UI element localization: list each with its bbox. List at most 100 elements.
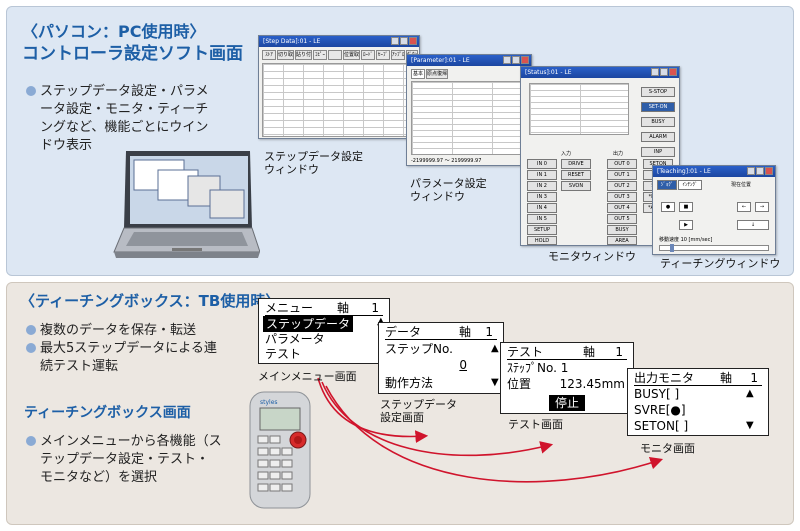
in3-button[interactable]: IN 3: [527, 192, 557, 202]
maximize-icon[interactable]: [756, 167, 764, 175]
out2-indicator: OUT 2: [607, 181, 637, 191]
alarm-indicator: ALARM: [641, 132, 675, 142]
step-data-table[interactable]: [262, 63, 417, 137]
bullet-dot-icon: [26, 343, 36, 353]
busy-status: BUSY[ ]: [634, 387, 680, 401]
pc-bullet: ステップデータ設定・パラメ ータ設定・モニタ・ティーチ ングなど、機能ごとにウイ…: [26, 83, 209, 155]
hold-button[interactable]: HOLD: [527, 236, 557, 245]
in4-button[interactable]: IN 4: [527, 203, 557, 213]
teaching-box-device: styles: [249, 391, 311, 509]
teach-play-button[interactable]: ▶: [679, 220, 693, 230]
minimize-icon[interactable]: [503, 56, 511, 64]
drive-button[interactable]: DRIVE: [561, 159, 591, 169]
copy-button[interactable]: ｺﾋﾟｰ: [313, 50, 327, 60]
monitor-screen-caption: モニタ画面: [640, 442, 695, 455]
teach-apply-button[interactable]: ↓: [737, 220, 769, 230]
tb-title: 〈ティーチングボックス：TB使用時〉: [20, 292, 281, 310]
laptop-illustration: [113, 151, 260, 258]
in2-button[interactable]: IN 2: [527, 181, 557, 191]
close-icon[interactable]: [521, 56, 529, 64]
teach-window-caption: ティーチングウィンドウ: [660, 257, 781, 270]
minimize-icon[interactable]: [747, 167, 755, 175]
monitor-window-caption: モニタウィンドウ: [548, 250, 636, 263]
save-button[interactable]: ｾｰﾌﾞ: [376, 50, 390, 60]
maximize-icon[interactable]: [512, 56, 520, 64]
main-menu-caption: メインメニュー画面: [258, 370, 357, 383]
step-no-value[interactable]: 0: [459, 358, 467, 372]
minimize-icon[interactable]: [391, 37, 399, 45]
pc-title: 〈パソコン：PC使用時〉: [22, 22, 206, 41]
jog-plus-button[interactable]: →: [755, 202, 769, 212]
step-window-titlebar[interactable]: [Step Data]:01 - LE: [259, 36, 419, 47]
tb-screen-bullet: メインメニューから各機能（ス テップデータ設定・テスト・ モニタなど）を選択: [26, 433, 222, 487]
scroll-up-icon: ▲: [377, 316, 385, 327]
minimize-icon[interactable]: [651, 68, 659, 76]
current-position-label: 現在位置: [731, 182, 752, 188]
speed-slider[interactable]: [659, 244, 769, 252]
teach-window-titlebar[interactable]: [Teaching]:01 - LE: [653, 166, 775, 177]
paste-button[interactable]: 貼り付け: [295, 50, 312, 60]
maximize-icon[interactable]: [660, 68, 668, 76]
in5-button[interactable]: IN 5: [527, 214, 557, 224]
menu-item-step-data[interactable]: ステップデータ: [263, 316, 354, 332]
inp-indicator: INP: [641, 147, 675, 157]
setup-button[interactable]: SETUP: [527, 225, 557, 235]
load-button[interactable]: ﾛｰﾄﾞ: [361, 50, 375, 60]
monitor-window-titlebar[interactable]: [Status]:01 - LE: [521, 67, 679, 78]
scroll-up-icon: ▲: [491, 343, 499, 354]
teaching-window[interactable]: [Teaching]:01 - LE ｼﾞｮｸﾞ ｲﾝﾁﾝｸﾞ 現在位置 ● ■…: [652, 165, 776, 255]
speed-readout: 移動速度 10 [mm/sec]: [659, 237, 713, 243]
tab-basic[interactable]: 基本: [411, 69, 425, 79]
cut-button[interactable]: 切り取り: [277, 50, 294, 60]
menu-item-test[interactable]: テスト: [265, 347, 302, 361]
menu-item-parameter[interactable]: パラメータ: [265, 332, 325, 346]
slider-thumb[interactable]: [670, 244, 674, 252]
step-window-caption: ステップデータ設定ウィンドウ: [264, 150, 363, 176]
blank-button[interactable]: [328, 50, 342, 60]
seton-status: SETON[ ]: [634, 419, 689, 433]
maximize-icon[interactable]: [400, 37, 408, 45]
scroll-up-icon: ▲: [746, 388, 754, 399]
in0-button[interactable]: IN 0: [527, 159, 557, 169]
jog-minus-button[interactable]: ←: [737, 202, 751, 212]
bullet-dot-icon: [26, 436, 36, 446]
test-screen-caption: テスト画面: [508, 418, 563, 431]
stop-button[interactable]: 停止: [549, 395, 586, 411]
close-icon[interactable]: [765, 167, 773, 175]
svg-text:styles: styles: [260, 399, 278, 406]
svon-button[interactable]: SVON: [561, 181, 591, 191]
step-data-window[interactable]: [Step Data]:01 - LE ｽﾄｱ 切り取り 貼り付け ｺﾋﾟｰ 位…: [258, 35, 420, 139]
jog-tab[interactable]: ｼﾞｮｸﾞ: [657, 180, 677, 190]
param-window-caption: パラメータ設定ウィンドウ: [410, 177, 487, 203]
bullet-dot-icon: [26, 325, 36, 335]
position-capture-button[interactable]: 位置取込: [343, 50, 360, 60]
set-on-indicator: SET-ON: [641, 102, 675, 112]
pause-button[interactable]: ■: [679, 202, 693, 212]
input-label: 入力: [561, 151, 572, 157]
in1-button[interactable]: IN 1: [527, 170, 557, 180]
parameter-window[interactable]: [Parameter]:01 - LE 基本 原点復帰 -2199999.97 …: [406, 54, 532, 166]
close-icon[interactable]: [669, 68, 677, 76]
param-window-titlebar[interactable]: [Parameter]:01 - LE: [407, 55, 531, 66]
close-icon[interactable]: [409, 37, 417, 45]
parameter-table[interactable]: [411, 81, 529, 155]
tb-screen-heading: ティーチングボックス画面: [24, 405, 191, 421]
upload-button[interactable]: ｱｯﾌﾟﾛｰﾄﾞ: [391, 50, 405, 60]
reset-button[interactable]: RESET: [561, 170, 591, 180]
inching-tab[interactable]: ｲﾝﾁﾝｸﾞ: [678, 180, 702, 190]
store-button[interactable]: ｽﾄｱ: [262, 50, 276, 60]
s-stop-indicator: S-STOP: [641, 87, 675, 97]
bullet-dot-icon: [26, 86, 36, 96]
stop-button[interactable]: ●: [661, 202, 675, 212]
tab-origin-return[interactable]: 原点復帰: [426, 69, 448, 79]
output-label: 出力: [613, 151, 624, 157]
busy-out-indicator: BUSY: [607, 225, 637, 235]
